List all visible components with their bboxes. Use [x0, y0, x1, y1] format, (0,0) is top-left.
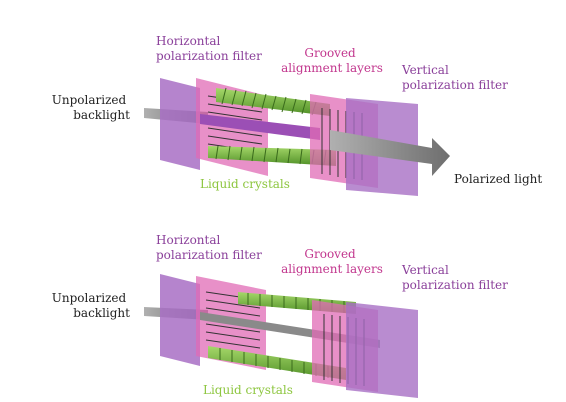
top-liquid-crystals-label: Liquid crystals: [200, 177, 290, 191]
top-diagram: [144, 78, 450, 196]
bottom-grooved-layers-label: Grooved alignment layers: [281, 247, 383, 276]
horizontal-polarization-filter: [160, 78, 200, 170]
polarized-light-arrow: [330, 130, 450, 176]
liquid-crystal-helix-bottom: [208, 145, 336, 166]
horizontal-polarization-filter: [160, 274, 200, 366]
top-horizontal-filter-label: Horizontal polarization filter: [156, 34, 262, 63]
top-grooved-layers-label: Grooved alignment layers: [281, 46, 383, 75]
top-vertical-filter-label: Vertical polarization filter: [401, 63, 508, 92]
bottom-backlight-label: Unpolarized backlight: [52, 291, 130, 320]
top-backlight-label: Unpolarized backlight: [52, 93, 130, 122]
bottom-liquid-crystals-label: Liquid crystals: [203, 383, 293, 397]
bottom-diagram: [144, 274, 418, 398]
bottom-horizontal-filter-label: Horizontal polarization filter: [156, 233, 262, 262]
bottom-vertical-filter-label: Vertical polarization filter: [401, 263, 508, 292]
vertical-polarization-filter: [346, 302, 418, 398]
polarized-light-label: Polarized light: [454, 172, 542, 186]
polarized-beam-inside: [200, 114, 320, 140]
